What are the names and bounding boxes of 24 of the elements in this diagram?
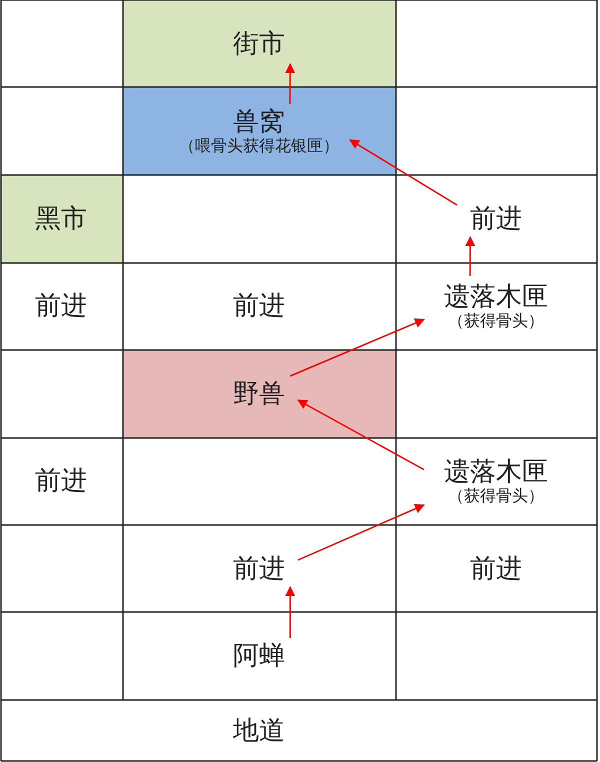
location-name: 前进 [35,466,87,496]
location-name: 兽窝 [233,107,285,137]
location-note: （获得骨头） [448,312,544,332]
location-name: 街市 [233,29,285,59]
location-name: 前进 [470,554,522,584]
location-name: 前进 [233,291,285,321]
arrow [349,139,458,206]
location-name: 前进 [470,204,522,234]
arrow [465,236,476,276]
location-name: 前进 [35,291,87,321]
arrow [285,586,296,638]
arrow [285,63,296,104]
location-name: 遗落木匣 [444,282,548,312]
location-name: 前进 [233,554,285,584]
location-note: （喂骨头获得花银匣） [179,137,339,157]
arrow [297,399,424,470]
arrow [298,504,425,561]
location-name: 阿蝉 [233,641,285,671]
location-note: （获得骨头） [448,487,544,507]
location-name: 黑市 [35,204,87,234]
location-name: 遗落木匣 [444,457,548,487]
location-name: 地道 [233,716,285,746]
arrow [290,318,425,377]
location-name: 野兽 [233,379,285,409]
